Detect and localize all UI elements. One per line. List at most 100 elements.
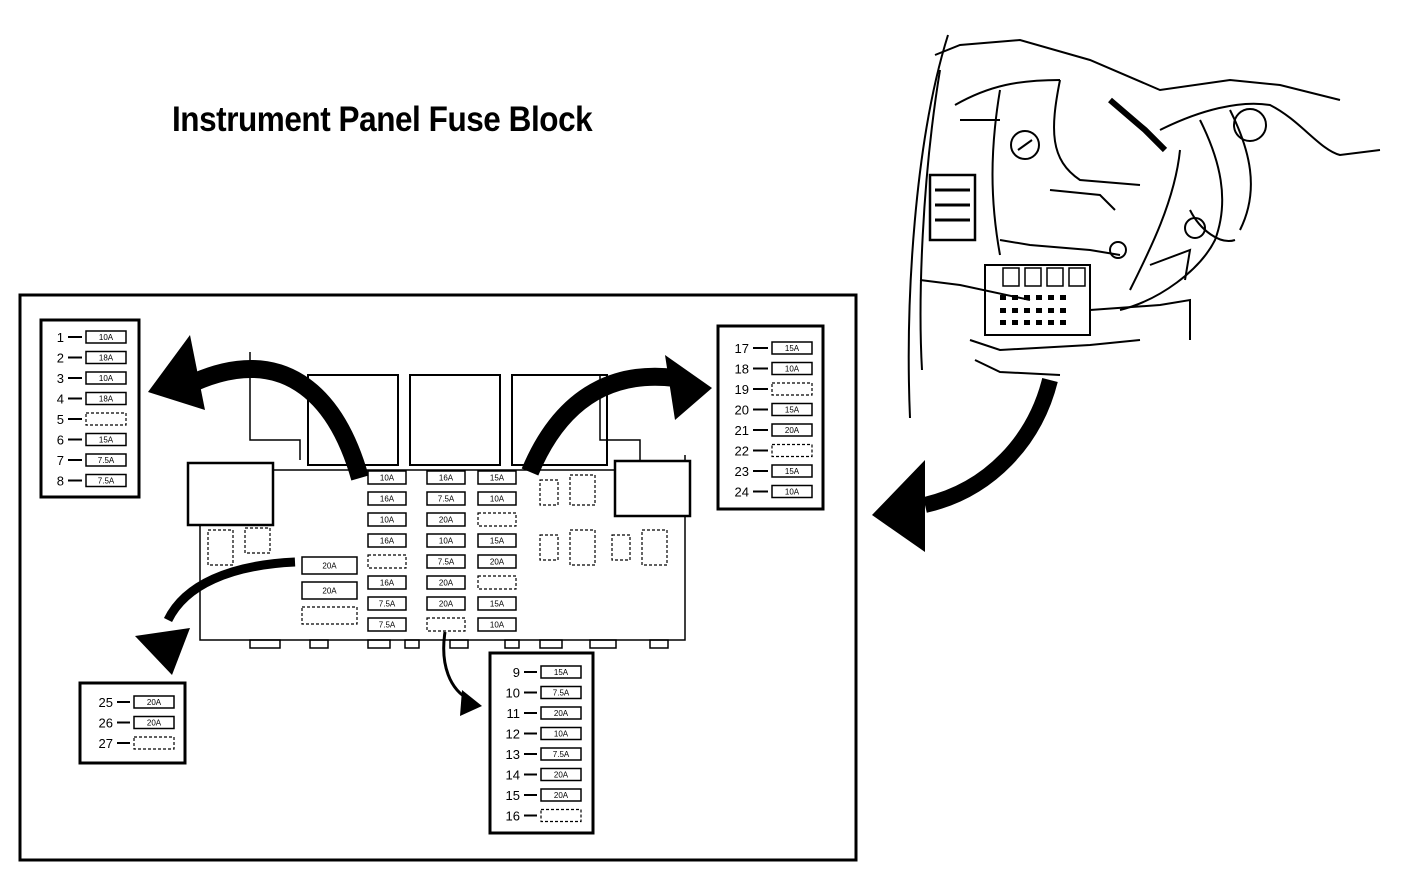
fuse-rating-label: 10A [490,495,505,504]
fuse-rating-label: 16A [380,537,395,546]
block-fuse-col3 [477,575,517,590]
legend-small-fuse: 20A [133,695,175,709]
legend-left-number: 3 [57,371,64,386]
legend-bottom-number: 12 [506,727,520,742]
legend-right-number: 18 [735,362,749,377]
legend-right-number: 21 [735,423,749,438]
legend-left-fuse: 10A [85,330,127,344]
legend-right-fuse: 15A [771,341,813,355]
legend-right-fuse: 10A [771,484,813,499]
legend-small-fuse: 20A [133,715,175,730]
block-fuse-col2: 20A [426,512,466,527]
legend-left-fuse: 10A [85,371,127,385]
fuse-rating-label: 7.5A [438,558,455,567]
fuse-rating-label: 10A [785,488,800,497]
legend-right-fuse: 15A [771,402,813,417]
legend-left-fuse [85,412,127,426]
fuse-rating-label: 10A [439,537,454,546]
block-fuse-col2: 16A [426,470,466,485]
legend-box-small [78,681,187,765]
block-fuse-col1 [367,554,407,569]
legend-bottom-fuse: 15A [540,665,582,679]
fuse-rating-label: 15A [490,600,505,609]
fuse-rating-label: 15A [554,668,569,677]
fuse-block-body [186,352,692,649]
legend-left-fuse: 18A [85,391,127,406]
fuse-rating-label: 20A [554,791,569,800]
arrow-right-up [521,355,712,476]
fuse-rating-label: 15A [490,474,505,483]
legend-entries: 1 10A 2 18A 3 10A 4 18A 5 6 15A 7 7.5A 8 7.5A 17 15A 18 10… [57,330,813,824]
legend-small-fuse [133,736,175,750]
fuse-rating-label: 20A [785,426,800,435]
fuse-rating-label: 15A [785,406,800,415]
legend-right-number: 19 [735,382,749,397]
legend-right-fuse: 10A [771,361,813,376]
block-fuse-col1: 7.5A [367,596,407,611]
main-frame [18,293,858,862]
legend-bottom-number: 11 [507,706,521,721]
legend-left-number: 5 [57,412,64,427]
legend-bottom-fuse: 7.5A [540,685,582,700]
fuse-rating-label: 15A [785,467,800,476]
arrow-dash-location [872,377,1058,552]
block-fuse-col2: 7.5A [426,491,466,506]
fuse-rating-label: 7.5A [438,495,455,504]
block-fuse-col1: 10A [367,470,407,485]
block-fuse-col1: 16A [367,575,407,590]
legend-bottom-number: 14 [506,768,520,783]
legend-left-number: 4 [57,392,64,407]
block-fuse-col1: 16A [367,533,407,548]
legend-left-number: 1 [57,330,64,345]
block-fuse-array: 10A16A10A16A16A7.5A7.5A16A7.5A20A10A7.5A… [301,470,517,632]
dashboard-illustration [907,34,1381,419]
fuse-rating-label: 20A [147,698,162,707]
fuse-rating-label: 20A [554,771,569,780]
fuse-rating-label: 15A [99,436,114,445]
legend-small-number: 27 [99,736,113,751]
legend-right-number: 17 [735,341,749,356]
legend-left-number: 8 [57,474,64,489]
legend-bottom-fuse: 7.5A [540,747,582,761]
legend-left-number: 2 [57,351,64,366]
fuse-rating-label: 18A [99,354,114,363]
legend-box-right [716,324,825,511]
legend-bottom-fuse: 20A [540,788,582,802]
fuse-rating-label: 7.5A [553,750,570,759]
legend-right-fuse [771,443,813,458]
block-fuse-col2 [426,617,466,632]
fuse-rating-label: 7.5A [98,477,115,486]
legend-bottom-fuse: 20A [540,767,582,782]
fuse-rating-label: 20A [322,562,337,571]
fuse-rating-label: 15A [490,537,505,546]
arrow-left-up [148,335,369,481]
legend-left-number: 7 [57,453,64,468]
fuse-rating-label: 20A [147,719,162,728]
block-fuse-col2: 10A [426,533,466,548]
block-fuse-side [301,606,358,625]
block-fuse-col3: 15A [477,533,517,548]
fuse-rating-label: 20A [554,709,569,718]
legend-box-left [39,318,141,499]
block-fuse-col2: 20A [426,575,466,590]
block-fuse-col3: 20A [477,554,517,569]
block-fuse-side: 20A [301,581,358,600]
fuse-rating-label: 7.5A [379,621,396,630]
block-fuse-col1: 7.5A [367,617,407,632]
arrow-left-down [135,557,296,675]
page-title: Instrument Panel Fuse Block [172,100,593,139]
block-fuse-col1: 10A [367,512,407,527]
legend-right-number: 20 [735,403,749,418]
legend-bottom-number: 9 [513,665,520,680]
fuse-rating-label: 20A [439,600,454,609]
legend-right-fuse: 20A [771,423,813,437]
block-fuse-col3: 15A [477,470,517,485]
legend-small-number: 26 [99,716,113,731]
block-fuse-col3 [477,512,517,527]
legend-right-number: 23 [735,464,749,479]
legend-bottom-fuse: 20A [540,706,582,720]
legend-left-number: 6 [57,433,64,448]
fuse-rating-label: 15A [785,344,800,353]
fuse-rating-label: 10A [380,516,395,525]
